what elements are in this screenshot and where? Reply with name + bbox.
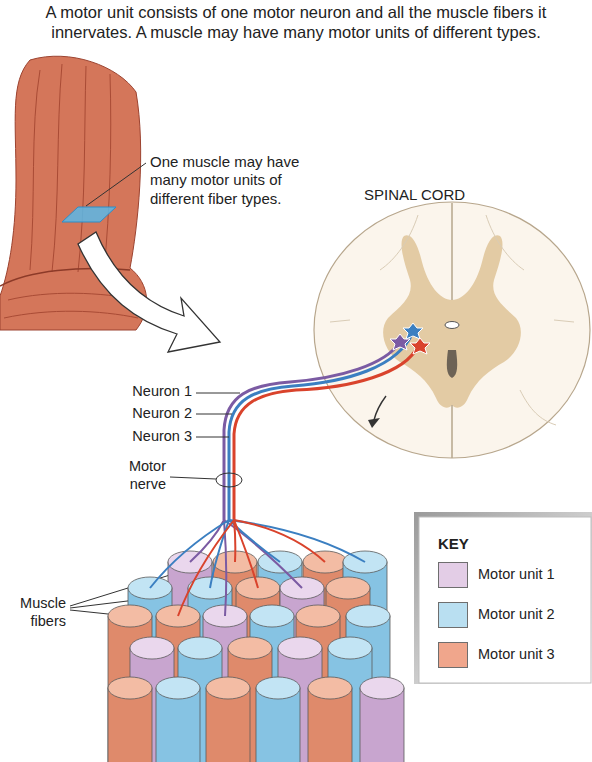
muscle-fiber — [360, 677, 404, 699]
muscle-fiber — [308, 677, 352, 762]
arm-muscle — [62, 207, 116, 222]
spinal-cord — [314, 202, 590, 458]
spinal-cord — [447, 350, 457, 378]
leader-line — [170, 477, 216, 479]
legend-swatch — [438, 602, 468, 628]
muscle-fiber — [130, 637, 174, 659]
neuron-label: Neuron 1 — [60, 383, 192, 401]
motor-nerve — [229, 332, 413, 520]
spinal-cord — [451, 203, 453, 458]
muscle-fiber — [278, 637, 322, 659]
leader-line — [196, 393, 240, 394]
muscle-fiber — [178, 637, 222, 659]
muscle-fiber — [156, 677, 200, 699]
neuron-cell-body — [403, 323, 423, 339]
legend-box — [419, 517, 591, 683]
title: A motor unit consists of one motor neuro… — [4, 2, 588, 42]
muscle-fiber — [256, 677, 300, 699]
neuron-cell-body — [390, 323, 430, 354]
muscle-fiber — [328, 637, 372, 659]
muscle-fiber — [228, 637, 272, 659]
nerve-branch — [178, 520, 325, 616]
leader-line — [196, 437, 229, 438]
muscle-fiber — [156, 677, 200, 762]
muscle-fiber — [108, 677, 152, 699]
legend-swatch — [438, 562, 468, 588]
spinal-cord — [383, 235, 452, 407]
zoom-arrow — [78, 232, 220, 352]
legend-text: Motor unit 2 — [478, 606, 588, 624]
muscle-fiber — [360, 677, 404, 762]
muscle-fiber — [108, 677, 152, 762]
nerve-label: Motor nerve — [96, 458, 166, 493]
neuron-label: Neuron 2 — [60, 405, 192, 423]
legend-heading: KEY — [438, 535, 558, 553]
muscle-fiber — [308, 677, 352, 699]
spinal-cord — [452, 235, 521, 407]
leader-line — [70, 393, 240, 626]
motor-nerve — [224, 332, 418, 520]
muscle-fiber — [206, 677, 250, 762]
spinal-cord — [445, 322, 459, 329]
nerve-bracket — [216, 473, 242, 487]
nerve-branch — [150, 520, 365, 616]
legend-text: Motor unit 1 — [478, 566, 588, 584]
muscle-fiber — [108, 605, 152, 627]
spinal-cord — [330, 215, 574, 425]
fiber-label: Muscle fibers — [4, 595, 66, 630]
legend-text: Motor unit 3 — [478, 646, 588, 664]
spinal-cord — [314, 202, 590, 458]
muscle-fiber — [296, 605, 340, 627]
leader-line — [196, 414, 232, 415]
muscle-fiber — [250, 605, 294, 627]
neuron-label: Neuron 3 — [60, 428, 192, 446]
muscle-fiber — [346, 605, 390, 627]
motor-nerve — [234, 346, 418, 520]
nerve-branch — [150, 520, 365, 588]
neuron-cell-body — [410, 338, 430, 354]
muscle-fiber — [326, 577, 370, 599]
muscle-fiber — [206, 677, 250, 699]
legend-swatch — [438, 642, 468, 668]
spinal-cord — [368, 418, 380, 428]
legend-box — [414, 512, 592, 684]
structure-label: SPINAL CORD — [364, 186, 564, 204]
muscle-fiber — [256, 677, 300, 762]
legend-box — [414, 512, 592, 684]
callout-text: One muscle may have many motor units of … — [150, 153, 335, 208]
leader-line — [86, 163, 146, 206]
spinal-cord — [374, 396, 386, 420]
